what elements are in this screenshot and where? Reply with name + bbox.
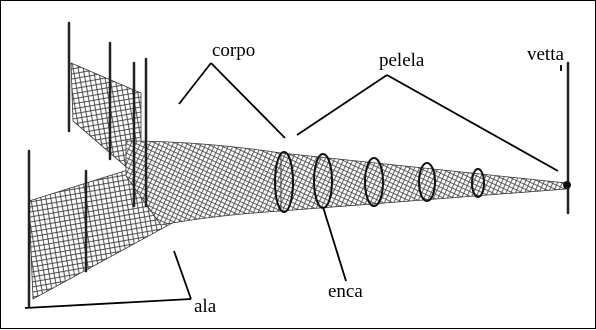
leader-corpo-right (211, 63, 285, 138)
leader-ala-right (174, 251, 191, 299)
label-ala: ala (194, 297, 216, 316)
leader-ala-left (25, 299, 191, 308)
label-vetta: vetta (527, 45, 564, 64)
tail-knot (563, 181, 571, 189)
leader-corpo-left (179, 63, 211, 104)
label-enca: enca (328, 282, 363, 301)
tail-net (281, 153, 566, 211)
leader-pelela-left (297, 75, 387, 135)
leader-enca (323, 207, 346, 281)
label-pelela: pelela (379, 51, 424, 70)
label-corpo: corpo (212, 41, 255, 60)
leader-pelela-right (387, 75, 558, 171)
